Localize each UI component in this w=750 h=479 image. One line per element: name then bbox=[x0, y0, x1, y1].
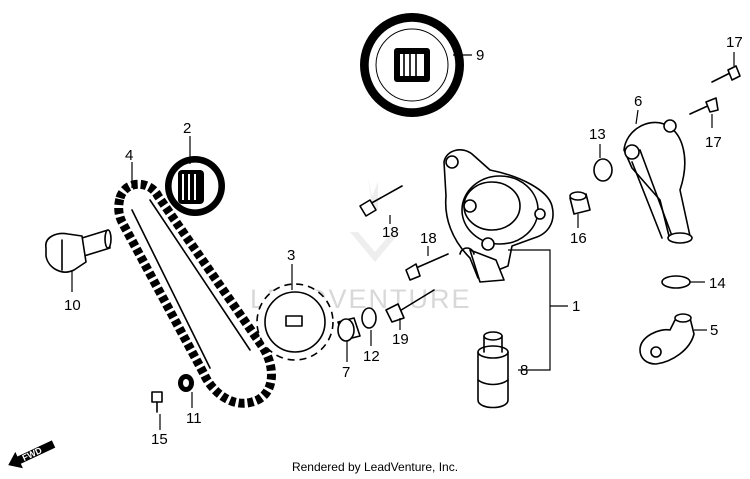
callout-15: 15 bbox=[151, 431, 168, 448]
callout-17-lower: 17 bbox=[705, 134, 722, 151]
callout-17-upper: 17 bbox=[726, 34, 743, 51]
leader-lines bbox=[71, 52, 735, 430]
oil-pump-part-1 bbox=[443, 149, 554, 283]
drive-sprocket-part bbox=[165, 156, 225, 216]
o-ring-part-14 bbox=[661, 275, 691, 289]
callout-10: 10 bbox=[64, 297, 81, 314]
collar-part-7 bbox=[337, 317, 361, 342]
render-credit: Rendered by LeadVenture, Inc. bbox=[291, 460, 459, 474]
bolt-part-17-lower bbox=[689, 97, 719, 115]
driven-gear-part bbox=[360, 13, 464, 117]
bolt-part-19 bbox=[385, 289, 435, 323]
joint-part-5 bbox=[639, 313, 695, 365]
watermark-logo-icon bbox=[350, 178, 400, 262]
callout-12: 12 bbox=[363, 348, 380, 365]
callout-2: 2 bbox=[183, 120, 191, 137]
washer-part-11 bbox=[178, 374, 194, 392]
bolt-part-18-upper bbox=[359, 185, 403, 217]
callout-3: 3 bbox=[287, 247, 295, 264]
callout-18-upper: 18 bbox=[382, 224, 399, 241]
callout-18-lower: 18 bbox=[420, 230, 437, 247]
bolt-part-15 bbox=[151, 391, 163, 413]
callout-6: 6 bbox=[634, 93, 642, 110]
bolt-part-17-upper bbox=[711, 65, 741, 83]
callout-7: 7 bbox=[342, 364, 350, 381]
callout-14: 14 bbox=[709, 275, 726, 292]
sprocket-part-3 bbox=[256, 283, 334, 361]
callout-labels: 9 2 4 3 10 7 12 11 15 18 18 19 1 8 13 16… bbox=[64, 34, 743, 448]
bolt-part-18-lower bbox=[405, 253, 449, 281]
callout-13: 13 bbox=[589, 126, 606, 143]
callout-4: 4 bbox=[125, 147, 133, 164]
relief-valve-part-8 bbox=[477, 331, 509, 409]
callout-16: 16 bbox=[570, 230, 587, 247]
o-ring-part-12 bbox=[361, 307, 377, 329]
oil-pipe-part-6 bbox=[623, 119, 693, 244]
callout-9: 9 bbox=[476, 47, 484, 64]
bolt-part-10 bbox=[45, 229, 112, 273]
drive-chain-part bbox=[114, 179, 276, 408]
callout-19: 19 bbox=[392, 331, 409, 348]
callout-8: 8 bbox=[520, 362, 528, 379]
callout-1: 1 bbox=[572, 298, 580, 315]
o-ring-part-13 bbox=[593, 158, 613, 182]
callout-5: 5 bbox=[710, 322, 718, 339]
dowel-part-16 bbox=[569, 191, 591, 215]
callout-11: 11 bbox=[186, 410, 202, 427]
